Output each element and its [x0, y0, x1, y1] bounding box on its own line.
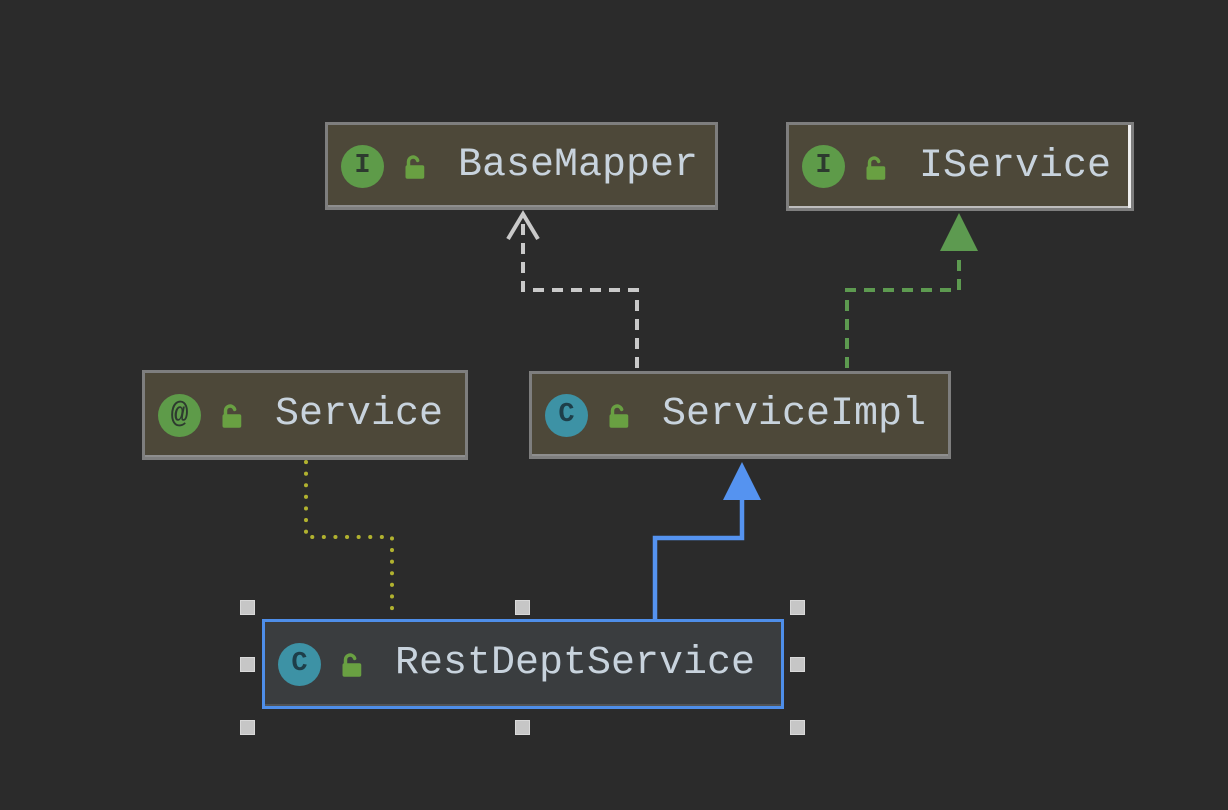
node-serviceimpl[interactable]: C ServiceImpl [529, 371, 951, 459]
unlocked-icon [222, 404, 242, 428]
selection-handle-top-left[interactable] [240, 600, 255, 615]
selection-handle-middle-right[interactable] [790, 657, 805, 672]
edge-restdeptservice-to-serviceimpl[interactable] [652, 462, 761, 620]
selection-handle-top-middle[interactable] [515, 600, 530, 615]
class-icon: C [545, 393, 588, 437]
open-arrowhead-icon [506, 210, 540, 241]
edge-serviceimpl-to-basemapper[interactable] [506, 210, 639, 368]
node-label: BaseMapper [458, 143, 699, 188]
selection-handle-bottom-middle[interactable] [515, 720, 530, 735]
filled-arrowhead-icon [723, 462, 761, 500]
class-icon: C [278, 642, 321, 686]
unlocked-icon [866, 155, 886, 180]
node-service[interactable]: @ Service [142, 370, 468, 460]
node-label: RestDeptService [395, 641, 756, 686]
annotation-icon: @ [158, 393, 201, 437]
node-label: Service [275, 392, 444, 437]
unlocked-icon [609, 404, 629, 428]
selection-handle-bottom-right[interactable] [790, 720, 805, 735]
filled-arrowhead-icon [940, 213, 978, 251]
unlocked-icon [405, 155, 425, 179]
selection-handle-bottom-left[interactable] [240, 720, 255, 735]
node-restdeptservice[interactable]: C RestDeptService [262, 619, 784, 709]
edge-restdeptservice-to-service[interactable] [304, 460, 394, 620]
interface-icon: I [341, 144, 384, 188]
node-iservice[interactable]: I IService [786, 122, 1134, 211]
node-label: IService [919, 143, 1112, 189]
node-basemapper[interactable]: I BaseMapper [325, 122, 718, 210]
selection-handle-top-right[interactable] [790, 600, 805, 615]
interface-icon: I [802, 145, 845, 188]
selection-handle-middle-left[interactable] [240, 657, 255, 672]
node-label: ServiceImpl [662, 392, 927, 437]
unlocked-icon [342, 653, 362, 677]
edge-serviceimpl-to-iservice[interactable] [845, 213, 978, 368]
